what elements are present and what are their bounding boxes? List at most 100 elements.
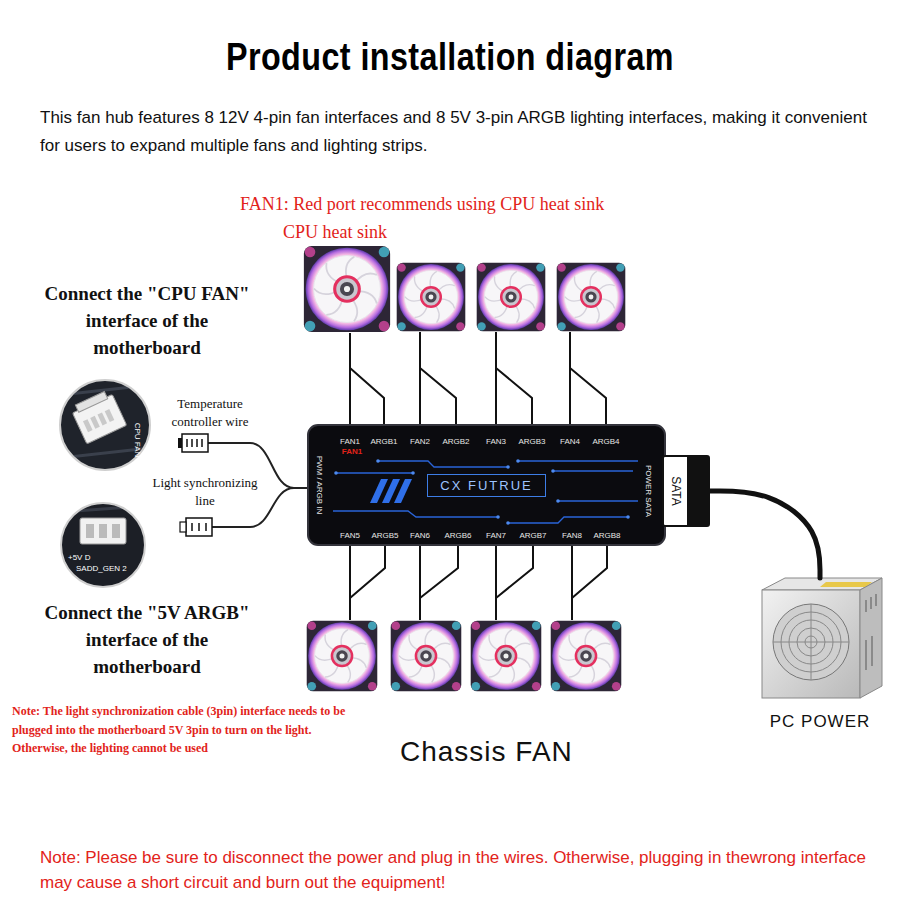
- cpu-fan: [304, 246, 390, 332]
- port-label: FAN3: [476, 437, 516, 447]
- case-fan: [551, 621, 622, 692]
- port-label: FAN2: [400, 437, 440, 447]
- photo-frame: [60, 380, 150, 470]
- circuit-trace: [553, 470, 633, 471]
- fan-plug: [187, 439, 202, 447]
- port-label: ARGB4: [586, 437, 626, 447]
- motherboard-photo: [61, 506, 145, 512]
- motherboard-photo: [112, 524, 120, 538]
- argb-plug: [180, 522, 186, 532]
- power-supply-drawing: [860, 578, 882, 698]
- port-label: FAN1: [330, 437, 370, 447]
- motherboard-photo: [60, 385, 150, 458]
- hub-body: [308, 425, 665, 545]
- motherboard-photo: [75, 391, 107, 412]
- warning-note: Note: The light synchronization cable (3…: [12, 702, 362, 758]
- motherboard-photo: [97, 412, 107, 425]
- port-label: PWM / ARGB IN: [314, 456, 324, 515]
- motherboard-photo: [83, 419, 93, 432]
- port-label: ARGB7: [513, 531, 553, 541]
- port-label: POWER SATA: [643, 465, 653, 517]
- port-label: FAN4: [550, 437, 590, 447]
- port-label: ARGB6: [438, 531, 478, 541]
- circuit-dot: [411, 471, 415, 475]
- circuit-trace: [518, 460, 638, 461]
- circuit-dot: [626, 515, 630, 519]
- port-label: FAN7: [476, 531, 516, 541]
- port-label: ARGB5: [365, 531, 405, 541]
- circuit-dot: [496, 515, 500, 519]
- fan-plug: [178, 438, 182, 448]
- circuit-trace: [333, 461, 638, 523]
- circuit-dot: [334, 459, 630, 525]
- hub-chevron: [370, 479, 412, 503]
- port-label: FAN8: [552, 531, 592, 541]
- port-label: ARGB3: [512, 437, 552, 447]
- device-label: PC POWER: [770, 712, 871, 732]
- power-supply-drawing: [762, 590, 860, 698]
- case-fan: [397, 263, 466, 332]
- sata-plug: SATA: [662, 455, 710, 527]
- circuit-dot: [516, 459, 520, 463]
- photo-frame: [61, 503, 145, 587]
- fan-wire: [496, 332, 532, 425]
- case-fan: [477, 263, 546, 332]
- brand-text: CX FUTRUE: [427, 474, 545, 497]
- connector-marking: CPU FAN: [132, 423, 142, 458]
- fan-wire: [420, 545, 458, 620]
- circuit-dot: [551, 469, 555, 473]
- page-title: Product installation diagram: [68, 34, 833, 80]
- power-cable: [710, 491, 820, 578]
- wire-label: Temperature controller wire: [160, 395, 260, 431]
- motherboard-photo: [70, 389, 127, 444]
- power-supply-drawing: [820, 582, 872, 587]
- case-fan: [391, 621, 462, 692]
- port-label: ARGB2: [436, 437, 476, 447]
- motherboard-photo: [80, 518, 126, 544]
- motherboard-photo: [60, 380, 150, 470]
- case-fan: [307, 621, 378, 692]
- fan-wire: [570, 332, 606, 425]
- circuit-dot: [506, 521, 510, 525]
- port-label: ARGB1: [364, 437, 404, 447]
- circuit-trace: [336, 472, 413, 473]
- input-wire: [212, 488, 294, 527]
- connector-marking: +5V D: [68, 553, 128, 563]
- argb-plug: [192, 523, 206, 531]
- port-label: FAN5: [330, 531, 370, 541]
- argb-plug: [186, 518, 212, 536]
- plug-label: SATA: [669, 476, 683, 506]
- callout-note: CPU heat sink: [283, 221, 443, 243]
- circuit-trace: [333, 511, 498, 517]
- circuit-dot: [334, 471, 338, 475]
- connector-marking: SADD_GEN 2: [76, 564, 136, 574]
- instruction-text: Connect the "5V ARGB" interface of the m…: [32, 599, 262, 680]
- circuit-dot: [556, 499, 560, 503]
- circuit-trace: [558, 500, 638, 501]
- fan-wire: [572, 545, 607, 620]
- case-fan: [471, 621, 542, 692]
- motherboard-photo: [105, 409, 115, 422]
- motherboard-photo: [61, 503, 145, 587]
- port-label: FAN6: [400, 531, 440, 541]
- motherboard-photo: [90, 416, 100, 429]
- warning-note: Note: Please be sure to disconnect the p…: [40, 845, 880, 895]
- wire-label: Light synchronizing line: [146, 474, 264, 510]
- power-supply-drawing: [762, 578, 882, 698]
- hub-artwork: [308, 425, 665, 545]
- power-supply-drawing: [866, 594, 876, 670]
- motherboard-photo: [86, 524, 94, 538]
- motherboard-photo: [61, 503, 145, 587]
- circuit-dot: [506, 465, 510, 469]
- case-fan: [557, 263, 626, 332]
- port-label: FAN1: [332, 447, 372, 457]
- motherboard-photo: [99, 524, 107, 538]
- motherboard-photo: [60, 380, 150, 470]
- power-supply-drawing: [773, 604, 849, 680]
- circuit-trace: [378, 461, 508, 467]
- power-supply-drawing: [773, 604, 849, 680]
- fan-plug: [182, 434, 208, 452]
- fan-plug: [178, 434, 208, 452]
